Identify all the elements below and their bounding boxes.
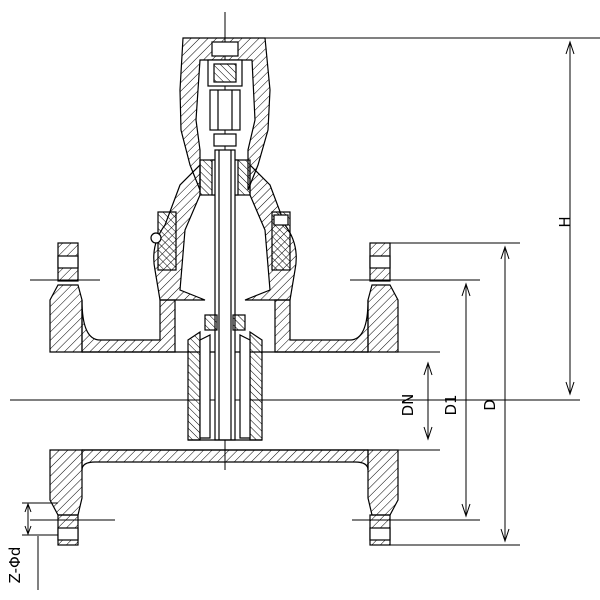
right-flange (367, 242, 399, 546)
label-d1: D1 (442, 394, 460, 415)
label-dn: DN (399, 394, 417, 417)
label-z-phi-d: Z-Φd (6, 547, 24, 584)
valve-stem (214, 149, 236, 441)
dimension-lines (22, 37, 600, 590)
label-d: D (481, 399, 499, 411)
gate-wedge (187, 314, 263, 441)
label-h: H (556, 216, 574, 227)
left-flange (49, 242, 83, 546)
bonnet (150, 163, 297, 301)
